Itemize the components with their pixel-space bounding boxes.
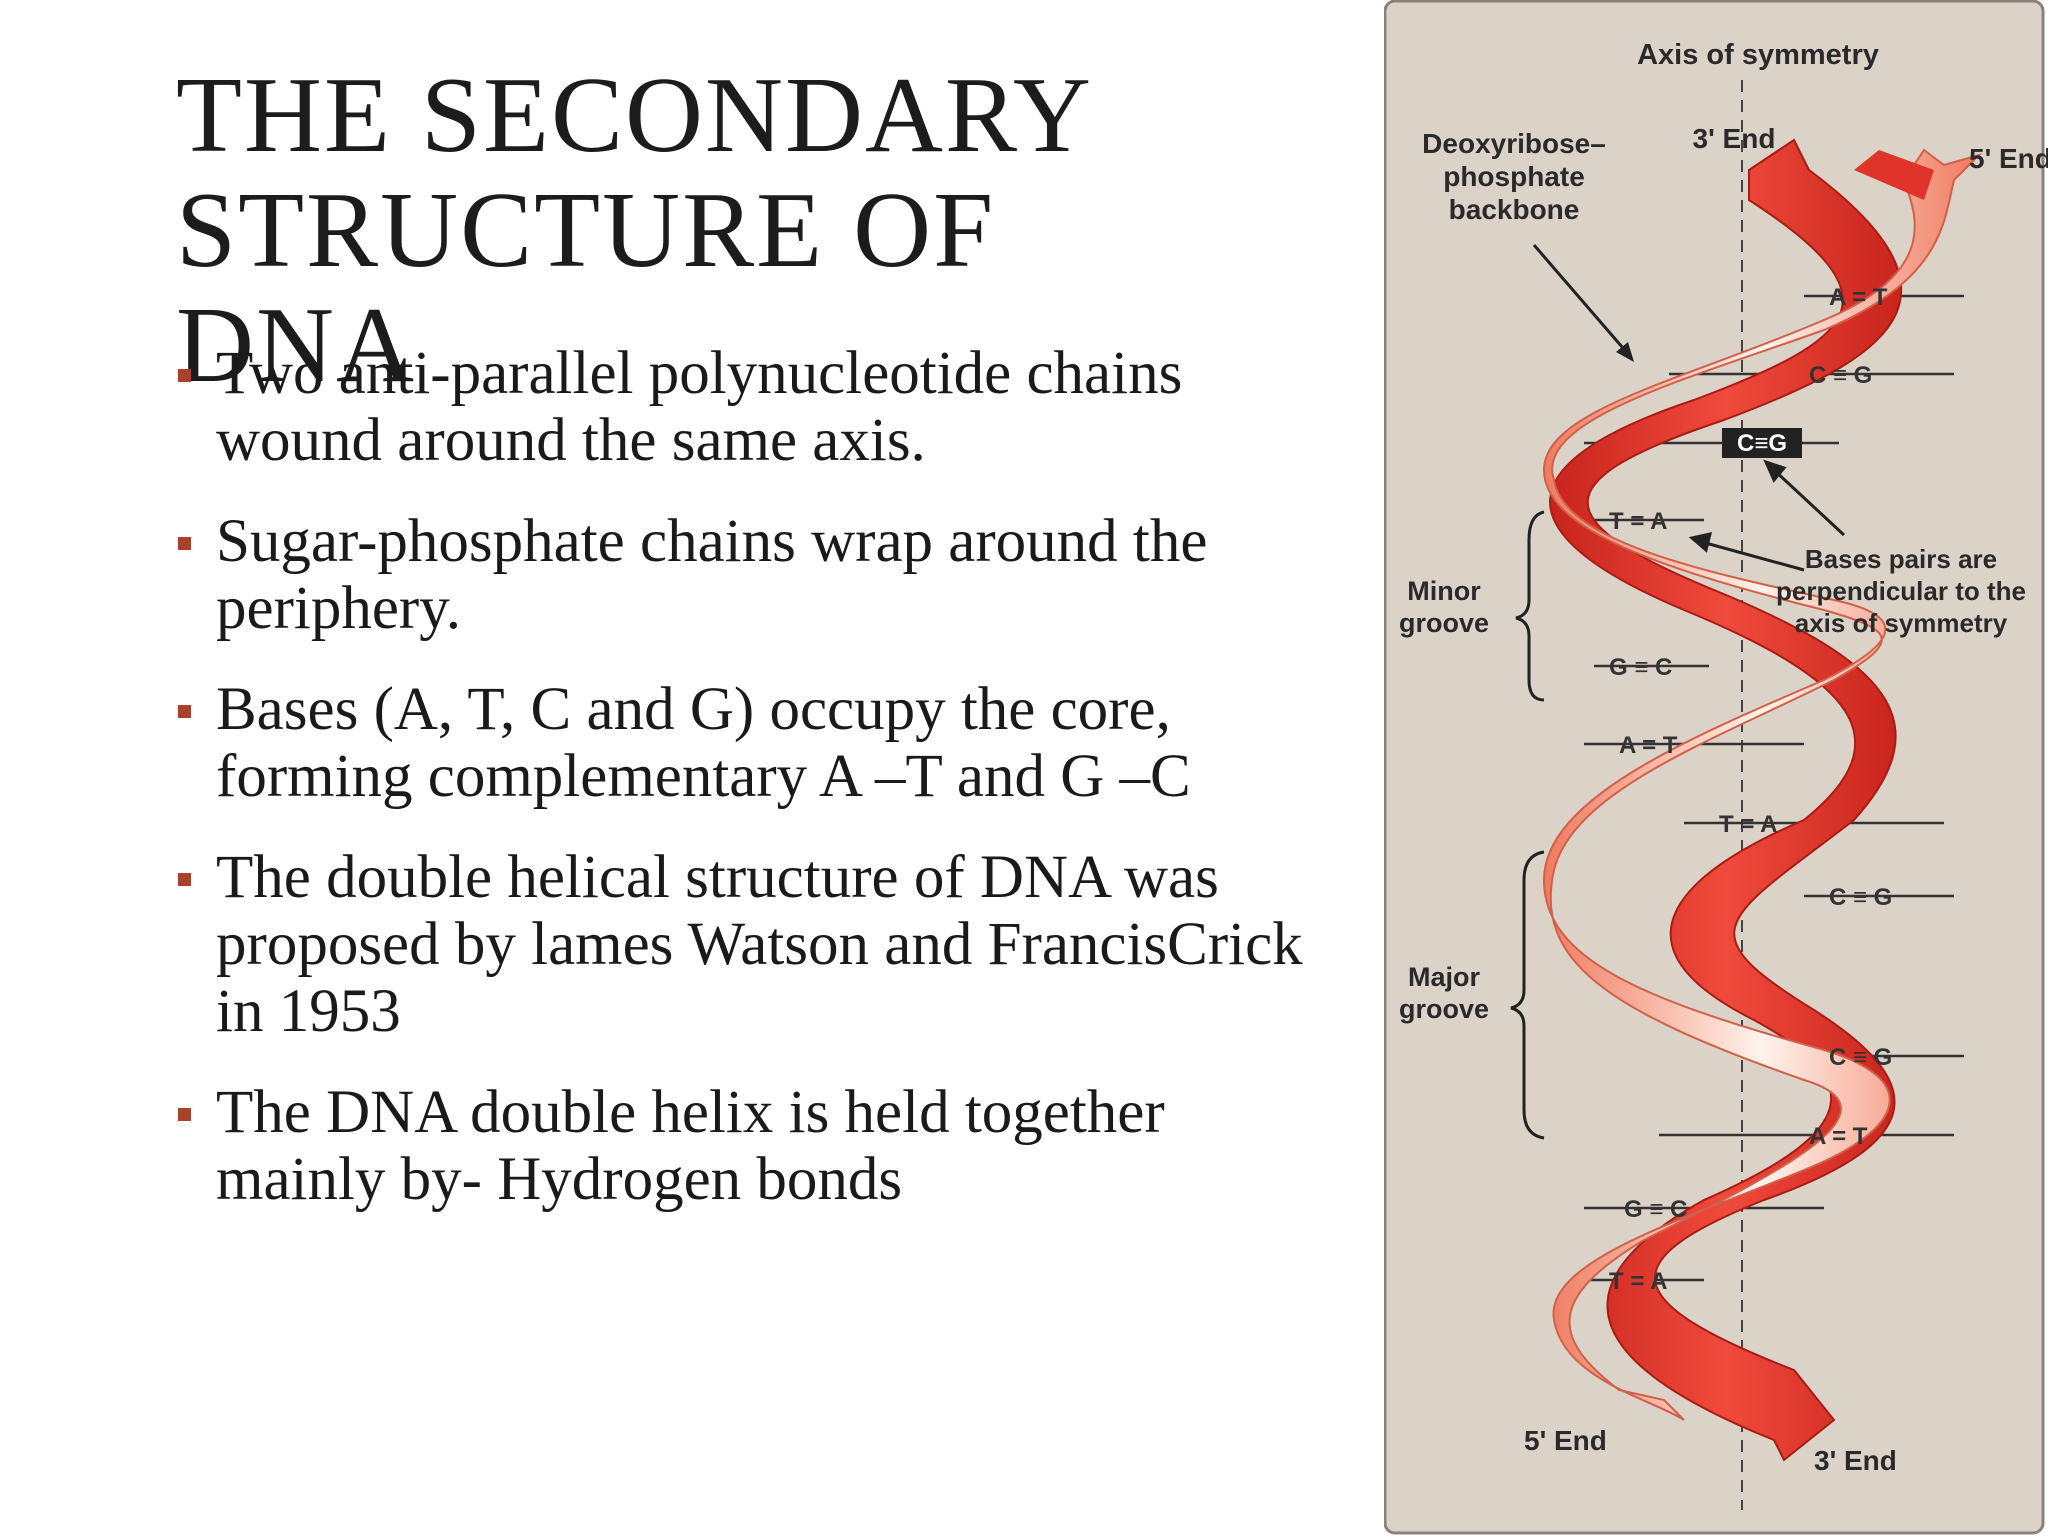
- end-5-top-label: 5' End: [1969, 143, 2048, 174]
- base-pair-label: T = A: [1609, 1268, 1667, 1295]
- bullet-text: The DNA double helix is held together ma…: [216, 1079, 1165, 1213]
- dna-strand-dark: [1549, 138, 1902, 1462]
- title-line-3: DNA: [176, 286, 416, 405]
- major-groove-label-line: groove: [1399, 994, 1489, 1024]
- bullet-text: Sugar-phosphate chains wrap around the p…: [216, 508, 1208, 642]
- highlight-base-pair-box: [1722, 428, 1802, 458]
- base-pair-label: C ≡ G: [1809, 362, 1872, 389]
- major-groove-brace: [1510, 850, 1545, 1140]
- bullet-list: Two anti-parallel polynucleotide chains …: [176, 340, 1306, 1247]
- minor-groove-label-line: Minor: [1407, 576, 1481, 606]
- end-3-bottom-label: 3' End: [1814, 1445, 1897, 1476]
- dna-strand-light: [1542, 148, 1983, 1421]
- title-line-1: THE SECONDARY: [176, 56, 1094, 175]
- bullet-marker: [178, 537, 191, 550]
- backbone-label-line: backbone: [1449, 194, 1580, 225]
- bullet-text: Two anti-parallel polynucleotide chains …: [216, 340, 1183, 474]
- axis-of-symmetry-label: Axis of symmetry: [1637, 39, 1879, 71]
- backbone-label: Deoxyribose– phosphate backbone: [1422, 128, 1606, 225]
- title-line-2: STRUCTURE OF: [176, 171, 996, 290]
- minor-groove-label-line: groove: [1399, 608, 1489, 638]
- bullet-item: Two anti-parallel polynucleotide chains …: [176, 340, 1306, 474]
- bullet-item: The double helical structure of DNA was …: [176, 844, 1306, 1045]
- backbone-label-line: Deoxyribose–: [1422, 128, 1606, 159]
- figure-panel-bg: [1384, 0, 2045, 1535]
- bullet-item: Bases (A, T, C and G) occupy the core, f…: [176, 676, 1306, 810]
- bullet-text: Bases (A, T, C and G) occupy the core, f…: [216, 676, 1191, 810]
- base-pair-label: T = A: [1719, 811, 1777, 838]
- bullet-marker: [178, 873, 191, 886]
- backbone-arrow: [1532, 244, 1634, 362]
- minor-groove-brace: [1515, 510, 1545, 702]
- bullet-item: The DNA double helix is held together ma…: [176, 1079, 1306, 1213]
- bullet-item: Sugar-phosphate chains wrap around the p…: [176, 508, 1306, 642]
- base-pair-label: G ≡ C: [1609, 654, 1672, 681]
- end-3-top-label: 3' End: [1693, 123, 1776, 154]
- base-pair-note-line: axis of symmetry: [1795, 608, 2008, 638]
- base-pair-note: Bases pairs are perpendicular to the axi…: [1776, 544, 2026, 638]
- base-pair-label: A = T: [1619, 732, 1678, 759]
- bullet-marker: [178, 369, 191, 382]
- base-pair-label: T = A: [1609, 508, 1667, 535]
- base-pair-label: C ≡ G: [1829, 884, 1892, 911]
- base-pair-note-line: perpendicular to the: [1776, 576, 2026, 606]
- bullet-marker: [178, 1108, 191, 1121]
- end-5-bottom-label: 5' End: [1524, 1425, 1607, 1456]
- dna-figure: C≡G A = T C ≡ G T = A G ≡ C A = T T = A …: [1384, 0, 2048, 1536]
- highlight-base-pair: C≡G: [1737, 430, 1787, 457]
- backbone-label-line: phosphate: [1443, 161, 1585, 192]
- strand-end-top-dark: [1854, 150, 1934, 200]
- bullet-marker: [178, 705, 191, 718]
- dna-helix-diagram: C≡G A = T C ≡ G T = A G ≡ C A = T T = A …: [1384, 0, 2048, 1536]
- slide-title: THE SECONDARY STRUCTURE OF DNA: [176, 58, 1196, 403]
- bullet-text: The double helical structure of DNA was …: [216, 844, 1303, 1045]
- major-groove-label-line: Major: [1408, 962, 1481, 992]
- base-pair-label: A = T: [1829, 284, 1888, 311]
- base-pair-note-line: Bases pairs are: [1805, 544, 1997, 574]
- base-pair-label: C ≡ G: [1829, 1044, 1892, 1071]
- base-pair-arrows: [1688, 459, 1846, 572]
- base-pair-label: A = T: [1809, 1123, 1868, 1150]
- base-pair-label: G ≡ C: [1624, 1196, 1687, 1223]
